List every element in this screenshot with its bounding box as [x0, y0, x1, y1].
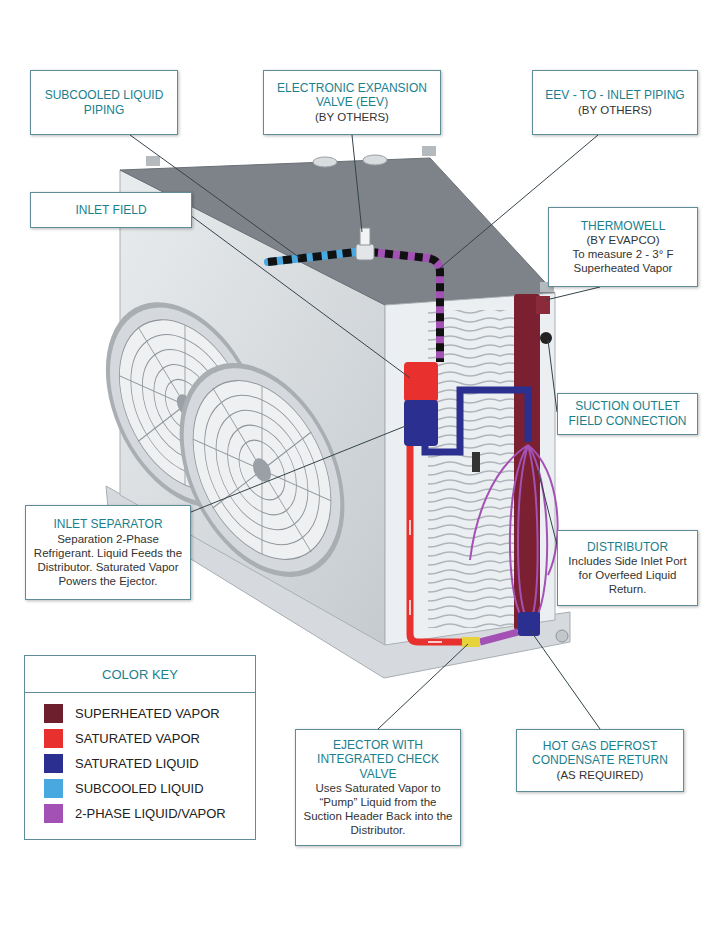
suction-outlet [536, 296, 550, 314]
callout-box: SUCTION OUTLET FIELD CONNECTION [557, 393, 698, 435]
ejector [462, 637, 480, 647]
callout-heading: EEV - TO - INLET PIPING [545, 88, 684, 103]
callout-heading: SUCTION OUTLET FIELD CONNECTION [563, 399, 692, 428]
distributor-tubes [470, 445, 558, 618]
callout-heading: SUBCOOLED LIQUID PIPING [36, 88, 172, 117]
legend-text: SATURATED LIQUID [75, 756, 199, 771]
flow-arrows [410, 430, 442, 642]
callout-heading: INLET FIELD [75, 203, 146, 218]
fan-spokes [193, 355, 331, 584]
fan-ring [182, 336, 343, 604]
legend-text: SATURATED VAPOR [75, 731, 200, 746]
legend-text: SUPERHEATED VAPOR [75, 706, 220, 721]
callout-box: ELECTRONIC EXPANSION VALVE (EEV)(BY OTHE… [263, 70, 441, 135]
subcooled-pipe [268, 252, 356, 262]
eev-valve [356, 244, 374, 260]
callout-box: EJECTOR WITH INTEGRATED CHECK VALVEUses … [295, 729, 461, 846]
legend-swatch [44, 804, 63, 823]
pipe-stripes [370, 252, 440, 362]
fan-guard [182, 336, 343, 604]
legend-text: SUBCOOLED LIQUID [75, 781, 204, 796]
callout-note: Includes Side Inlet Port for Overfeed Li… [563, 554, 692, 596]
legend-swatch [44, 704, 63, 723]
callout-heading: ELECTRONIC EXPANSION VALVE (EEV) [269, 81, 435, 110]
top-port [363, 155, 387, 165]
callout-note: (BY OTHERS) [315, 110, 389, 124]
callout-heading: HOT GAS DEFROST CONDENSATE RETURN [522, 739, 678, 768]
top-port [313, 157, 337, 167]
leader-line [130, 135, 600, 729]
legend-swatch [44, 754, 63, 773]
sensor [472, 452, 480, 472]
ejector-discharge [480, 632, 518, 642]
legend-entry: 2-PHASE LIQUID/VAPOR [44, 804, 226, 823]
legend-swatch [44, 779, 63, 798]
callout-heading: THERMOWELL [581, 219, 666, 234]
legend-swatch [44, 729, 63, 748]
legend-rule [24, 692, 256, 693]
thermowell [540, 332, 552, 344]
hanger-tab [422, 146, 436, 156]
coil-face [385, 293, 555, 645]
pipe-stripes [268, 252, 356, 262]
callout-note: (BY EVAPCO) [586, 233, 659, 247]
drain-fitting [556, 630, 568, 642]
legend-entry: SUPERHEATED VAPOR [44, 704, 220, 723]
callout-note: Uses Saturated Vapor to “Pump” Liquid fr… [301, 781, 455, 837]
callout-note: Separation 2-Phase Refrigerant. Liquid F… [31, 532, 185, 588]
hanger-tab [146, 156, 160, 166]
callout-box: EEV - TO - INLET PIPING(BY OTHERS) [532, 70, 698, 135]
callout-note: (BY OTHERS) [578, 103, 652, 117]
callout-box: THERMOWELL(BY EVAPCO)To measure 2 - 3° F… [548, 207, 698, 287]
callout-box: INLET FIELD [30, 192, 192, 228]
callout-box: DISTRIBUTORIncludes Side Inlet Port for … [557, 530, 698, 606]
callout-note: To measure 2 - 3° F Superheated Vapor [554, 247, 692, 275]
callout-heading: INLET SEPARATOR [53, 517, 162, 532]
separator-vapor [404, 362, 438, 402]
distributor-base [518, 612, 540, 636]
legend-entry: SATURATED VAPOR [44, 729, 200, 748]
legend-entry: SATURATED LIQUID [44, 754, 199, 773]
liquid-pipe [425, 390, 528, 452]
fan-ring [193, 355, 331, 584]
unit-top [120, 158, 555, 305]
callout-note: (AS REQUIRED) [557, 768, 644, 782]
eev-to-inlet-pipe [370, 252, 440, 362]
callout-box: INLET SEPARATORSeparation 2-Phase Refrig… [25, 505, 191, 600]
callout-box: HOT GAS DEFROST CONDENSATE RETURN(AS REQ… [516, 729, 684, 792]
callout-heading: DISTRIBUTOR [587, 540, 668, 555]
callout-heading: EJECTOR WITH INTEGRATED CHECK VALVE [301, 738, 455, 782]
callout-box: SUBCOOLED LIQUID PIPING [30, 70, 178, 135]
legend-text: 2-PHASE LIQUID/VAPOR [75, 806, 226, 821]
separator-liquid [404, 400, 438, 446]
legend-title: COLOR KEY [24, 656, 256, 692]
legend-entry: SUBCOOLED LIQUID [44, 779, 204, 798]
